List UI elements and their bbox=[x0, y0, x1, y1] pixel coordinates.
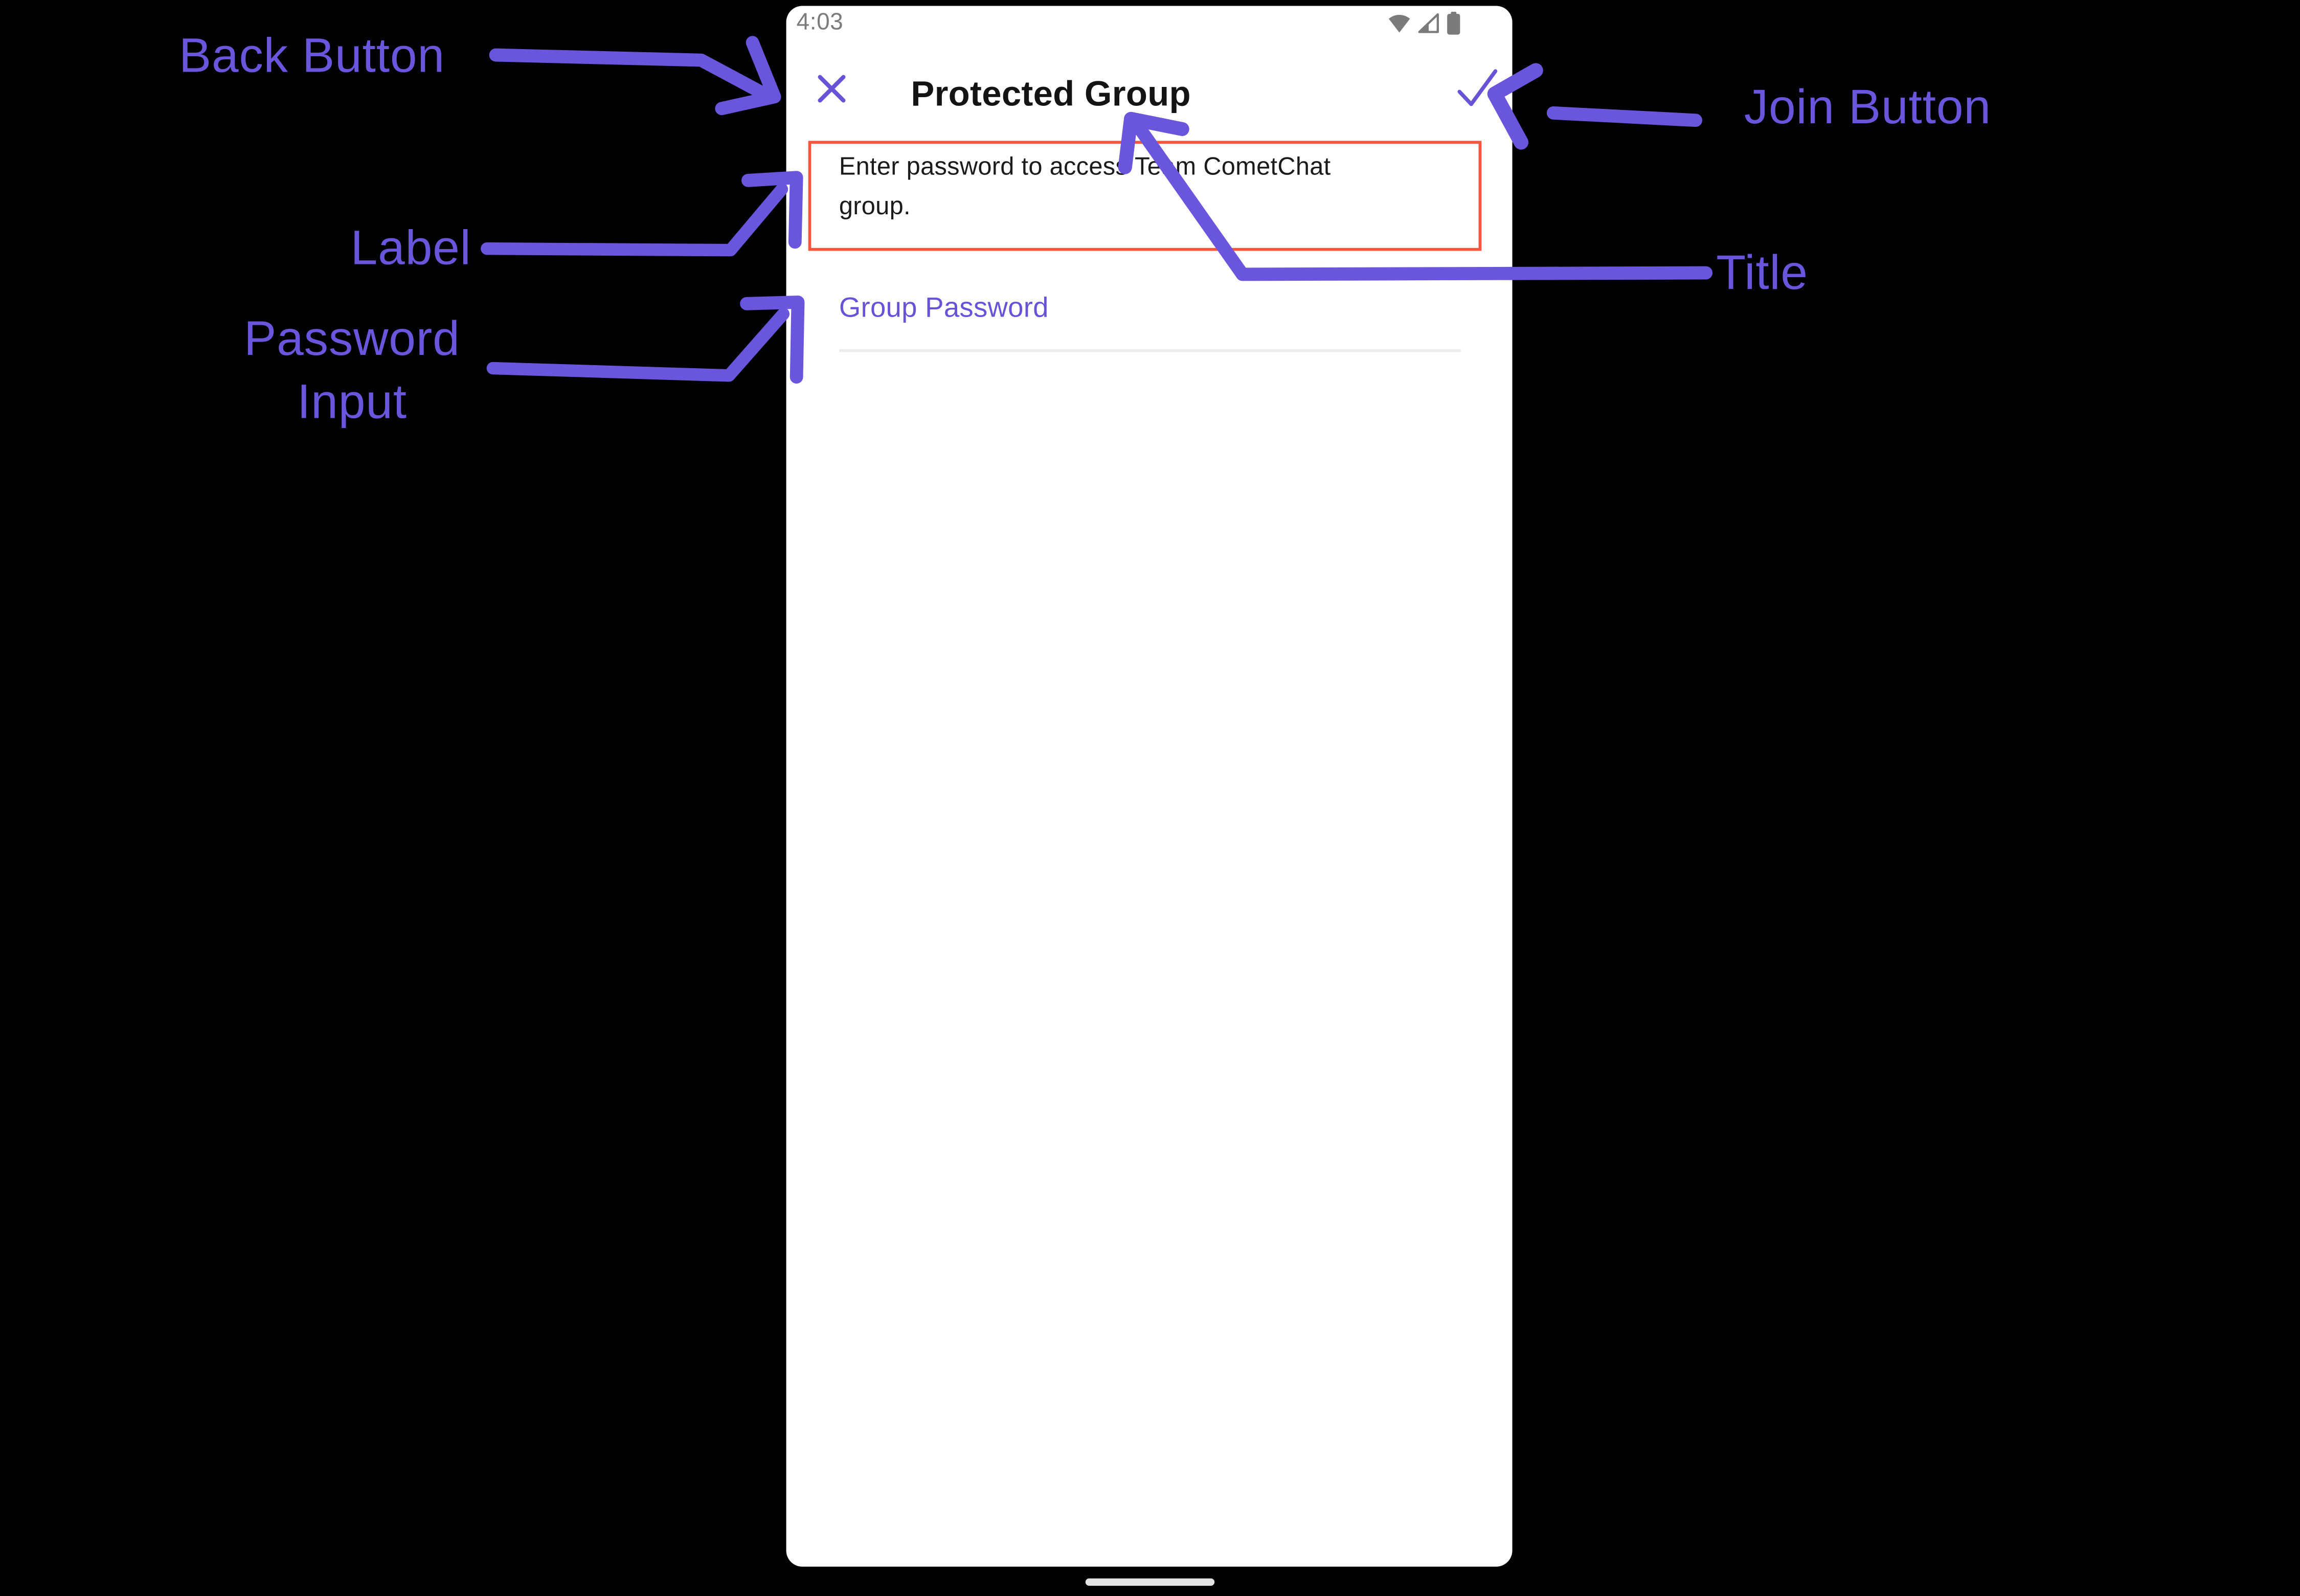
annotation-password-input-line2: Input bbox=[297, 374, 407, 429]
back-button[interactable] bbox=[811, 73, 852, 111]
check-icon bbox=[1449, 64, 1499, 118]
group-password-input[interactable]: Group Password bbox=[839, 287, 1461, 355]
input-underline bbox=[839, 349, 1461, 352]
annotation-title: Title bbox=[1716, 245, 1808, 300]
home-indicator[interactable] bbox=[1085, 1578, 1215, 1586]
annotation-password-input: Password Input bbox=[198, 307, 506, 433]
password-input-arrow bbox=[486, 296, 805, 384]
prompt-label-line1: Enter password to access Team CometChat bbox=[839, 152, 1331, 181]
back-button-arrow bbox=[489, 36, 781, 116]
join-button[interactable] bbox=[1446, 64, 1502, 117]
wifi-icon bbox=[1388, 12, 1411, 41]
group-password-input-label: Group Password bbox=[839, 293, 1049, 324]
battery-icon bbox=[1446, 11, 1461, 42]
annotation-back-button: Back Button bbox=[178, 28, 445, 82]
status-bar-icons bbox=[1388, 11, 1461, 42]
page-title: Protected Group bbox=[911, 75, 1191, 115]
label-arrow bbox=[481, 171, 803, 257]
annotation-password-input-line1: Password bbox=[244, 311, 460, 366]
prompt-label-line2: group. bbox=[839, 192, 911, 220]
cell-signal-icon bbox=[1417, 12, 1440, 41]
status-bar-time: 4:03 bbox=[796, 10, 844, 35]
close-icon bbox=[816, 73, 848, 111]
join-button-arrow bbox=[1487, 63, 1703, 150]
annotation-label: Label bbox=[350, 220, 471, 275]
prompt-label: Enter password to access Team CometChat … bbox=[839, 147, 1455, 226]
annotation-join-button: Join Button bbox=[1744, 79, 1991, 134]
